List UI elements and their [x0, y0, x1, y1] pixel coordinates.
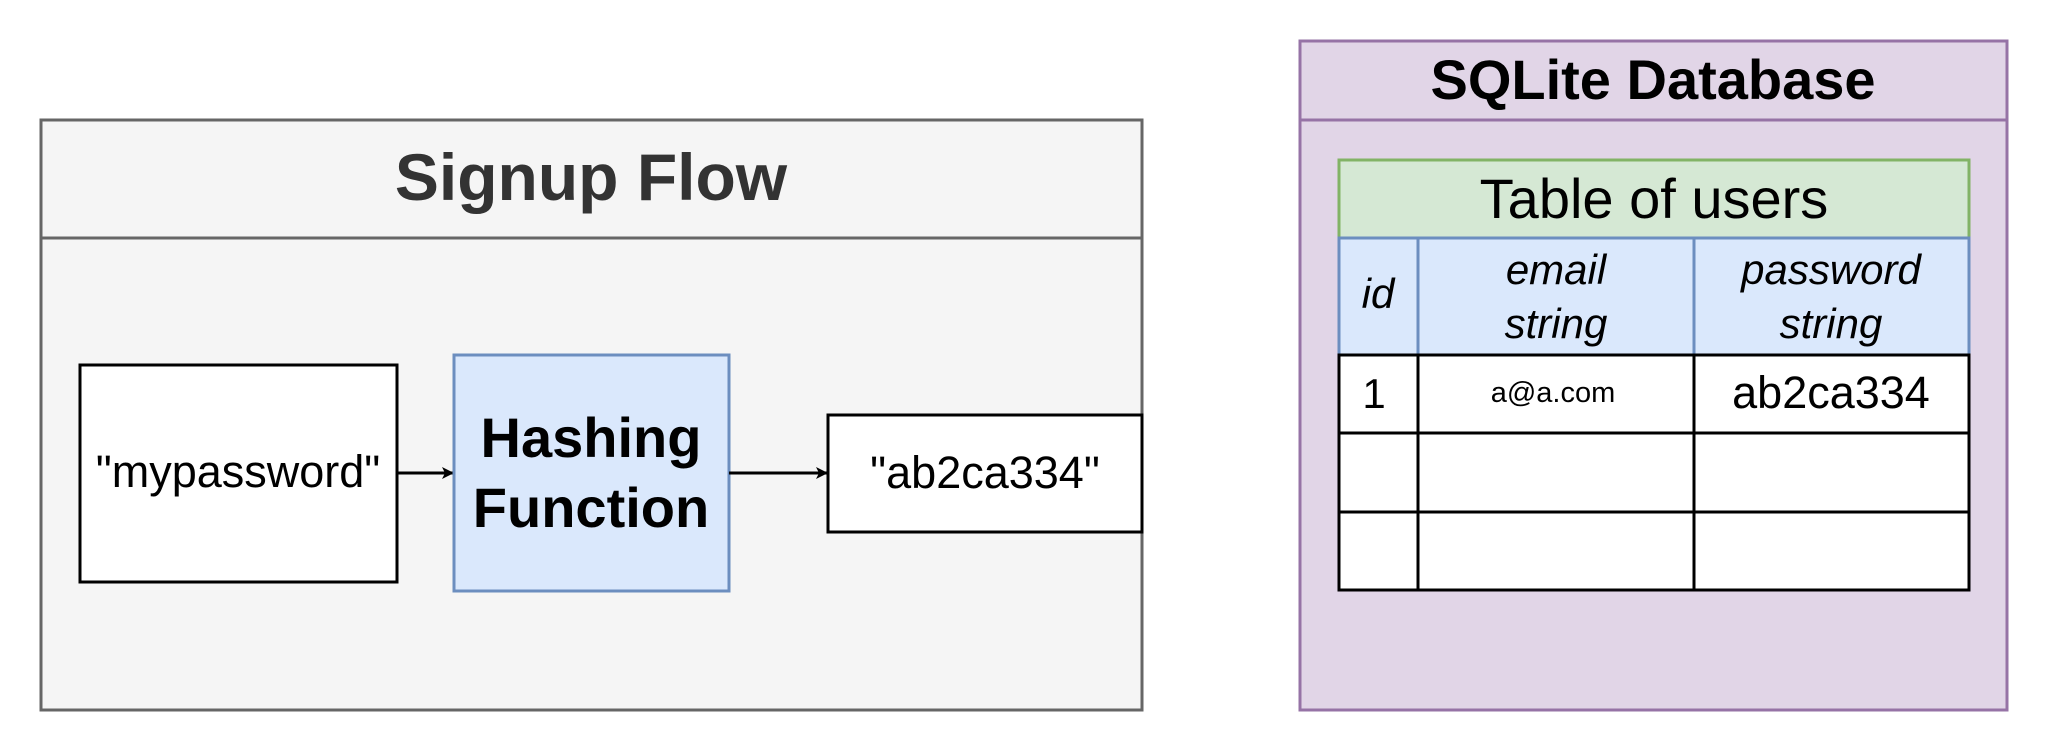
row-1-email-value: a@a.com	[1491, 377, 1616, 409]
row-3-cell-password	[1692, 510, 1971, 592]
users-table-title: Table of users	[1480, 167, 1829, 230]
users-table-row	[1337, 431, 1971, 514]
row-2-cell-id	[1337, 431, 1420, 514]
hashing-function-label-line2: Function	[473, 476, 709, 539]
hashing-function-box	[452, 353, 731, 593]
password-input-node: "mypassword"	[78, 363, 399, 584]
hashing-function-label-line1: Hashing	[481, 406, 702, 469]
header-password-type: string	[1780, 300, 1883, 347]
hash-output-label: "ab2ca334"	[870, 447, 1100, 498]
row-1-cell-email	[1416, 353, 1696, 435]
row-3-cell-id	[1337, 510, 1420, 592]
users-table-header-row: id email string password string	[1337, 236, 1971, 357]
header-cell-id	[1337, 236, 1420, 357]
users-table-row: 1 a@a.com ab2ca334	[1337, 353, 1971, 435]
row-1-id-value: 1	[1362, 370, 1385, 417]
row-1-cell-id	[1337, 353, 1420, 435]
header-email-type: string	[1505, 300, 1608, 347]
users-table-title-box	[1337, 158, 1971, 240]
hashing-function-node: Hashing Function	[452, 353, 731, 593]
users-table: Table of users id email string password …	[1337, 158, 1971, 592]
header-cell-email	[1416, 236, 1696, 357]
hash-output-box	[826, 413, 1144, 534]
header-password-name: password	[1739, 246, 1922, 293]
password-input-label: "mypassword"	[96, 446, 381, 497]
database-title: SQLite Database	[1430, 48, 1875, 111]
header-id-name: id	[1362, 270, 1396, 317]
row-2-cell-password	[1692, 431, 1971, 514]
password-input-box	[78, 363, 399, 584]
row-2-cell-email	[1416, 431, 1696, 514]
hash-output-node: "ab2ca334"	[826, 413, 1144, 534]
header-email-name: email	[1506, 246, 1608, 293]
row-3-cell-email	[1416, 510, 1696, 592]
row-1-password-value: ab2ca334	[1732, 367, 1930, 418]
signup-flow-title: Signup Flow	[395, 140, 788, 214]
users-table-row	[1337, 510, 1971, 592]
